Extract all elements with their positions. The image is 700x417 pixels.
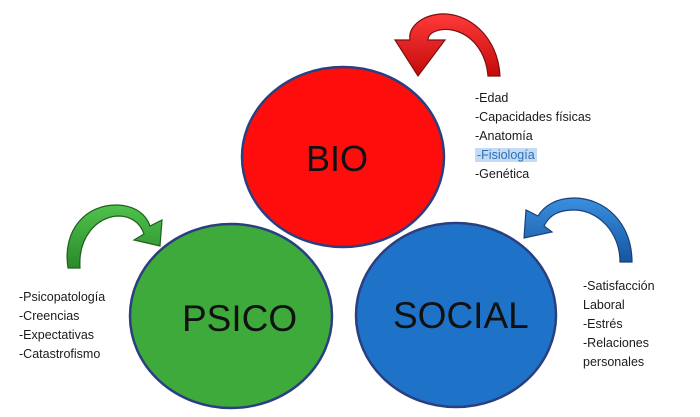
list-item: personales bbox=[583, 355, 645, 369]
list-item: -Edad bbox=[475, 91, 509, 105]
curved-arrow-green-icon bbox=[66, 204, 163, 269]
list-item: -Genética bbox=[475, 167, 530, 181]
bio-circle bbox=[240, 65, 446, 249]
list-item: -Catastrofismo bbox=[19, 347, 101, 361]
list-item: -Relaciones bbox=[583, 336, 650, 350]
curved-arrow-red-icon bbox=[393, 13, 501, 78]
social-label: SOCIAL bbox=[393, 295, 529, 336]
list-item: Laboral bbox=[583, 298, 625, 312]
bio-factor-list: -Edad -Capacidades físicas -Anatomía -Fi… bbox=[475, 89, 591, 184]
social-factor-list: -Satisfacción Laboral -Estrés -Relacione… bbox=[583, 277, 655, 372]
bio-label: BIO bbox=[306, 138, 369, 179]
list-item: -Creencias bbox=[19, 309, 80, 323]
list-item: -Estrés bbox=[583, 317, 623, 331]
list-item: -Expectativas bbox=[19, 328, 95, 342]
psico-circle bbox=[128, 222, 334, 410]
list-item-highlighted: -Fisiología bbox=[475, 148, 537, 162]
list-item: -Capacidades físicas bbox=[475, 110, 592, 124]
list-item: -Psicopatología bbox=[19, 290, 106, 304]
psico-label: PSICO bbox=[182, 298, 298, 339]
social-circle bbox=[354, 221, 558, 409]
psico-factor-list: -Psicopatología -Creencias -Expectativas… bbox=[19, 288, 105, 364]
list-item: -Anatomía bbox=[475, 129, 533, 143]
curved-arrow-blue-icon bbox=[523, 197, 633, 263]
list-item: -Satisfacción bbox=[583, 279, 655, 293]
